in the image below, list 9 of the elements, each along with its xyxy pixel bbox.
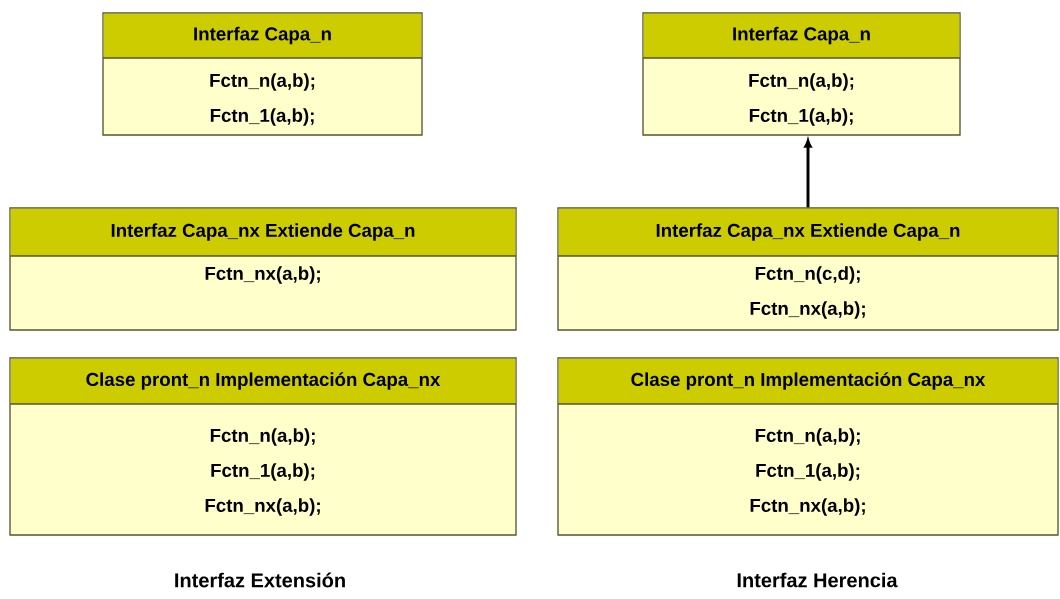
class-box: Interfaz Capa_n Fctn_n(a,b); Fctn_1(a,b); (102, 12, 423, 136)
class-box: Clase pront_n Implementación Capa_nx Fctn_n(a,b); Fctn_1(a,b); Fctn_nx(a,b); (9, 357, 517, 536)
arrow (804, 139, 812, 208)
class-box: Interfaz Capa_nx Extiende Capa_n Fctn_nx(a,b); (9, 207, 517, 331)
caption: Interfaz Extensión (175, 572, 345, 588)
class-box: Interfaz Capa_nx Extiende Capa_n Fctn_n(c,d); Fctn_nx(a,b); (557, 207, 1059, 331)
class-box: Clase pront_n Implementación Capa_nx Fctn_n(a,b); Fctn_1(a,b); Fctn_nx(a,b); (557, 357, 1059, 536)
class-box: Interfaz Capa_n Fctn_n(a,b); Fctn_1(a,b); (642, 12, 961, 136)
caption: Interfaz Herencia (737, 572, 898, 588)
